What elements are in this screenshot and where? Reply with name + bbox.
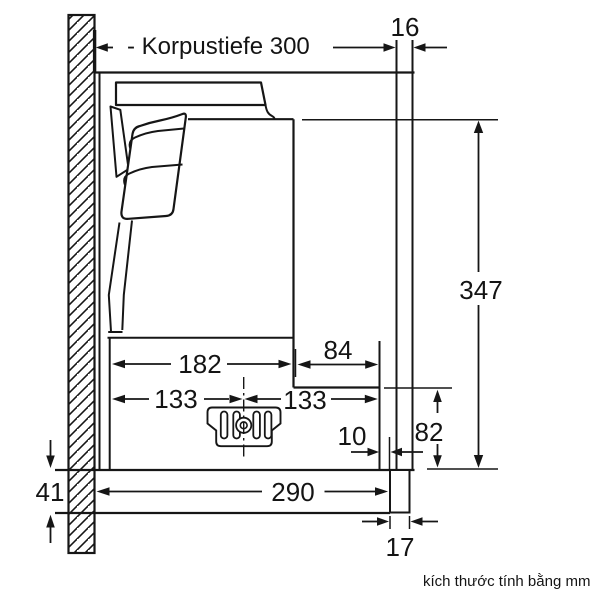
dim-133-right-label: 133 bbox=[283, 385, 326, 415]
dimension-arrowheads bbox=[46, 43, 484, 528]
arrow-10-left-tip bbox=[367, 447, 379, 457]
dim-10-label: 10 bbox=[338, 421, 367, 451]
front-panel-outer-line bbox=[107, 222, 121, 332]
arrow-133r-left bbox=[244, 394, 258, 404]
dim-41-label: 41 bbox=[36, 477, 65, 507]
hood-top-step bbox=[264, 104, 276, 120]
valve-rib-4 bbox=[263, 410, 273, 440]
arrow-82-up bbox=[433, 389, 442, 402]
filter-assembly bbox=[109, 105, 188, 220]
arrow-41-down bbox=[46, 455, 55, 468]
dim-347-label: 347 bbox=[459, 275, 502, 305]
filter-divider-1 bbox=[128, 127, 185, 150]
arrow-84-left bbox=[297, 360, 311, 369]
arrow-290-left bbox=[96, 487, 110, 496]
wall-section bbox=[67, 13, 97, 555]
dim-82-label: 82 bbox=[415, 417, 444, 447]
arrow-10-right-tip bbox=[390, 447, 402, 457]
arrow-wall-left bbox=[95, 43, 108, 52]
arrow-347-up bbox=[473, 120, 484, 133]
arrow-347-down bbox=[473, 455, 484, 468]
dim-84-label: 84 bbox=[324, 335, 353, 365]
bottom-front-strip bbox=[389, 469, 411, 514]
arrow-290-right bbox=[375, 487, 388, 496]
dim-290-label: 290 bbox=[271, 477, 314, 507]
cabinet bbox=[95, 40, 415, 470]
wall-hatch bbox=[67, 13, 96, 555]
arrow-17-right-tip bbox=[410, 517, 423, 526]
front-panel-inner-line bbox=[121, 220, 133, 331]
arrow-84-right bbox=[365, 360, 379, 369]
valve-rib-3 bbox=[252, 410, 261, 440]
arrow-17-left-tip bbox=[377, 517, 389, 526]
arrow-133l-right bbox=[229, 394, 243, 404]
arrow-41-up bbox=[46, 514, 55, 528]
hood-body bbox=[55, 73, 415, 472]
rear-filter-strip bbox=[109, 105, 130, 178]
check-valve bbox=[206, 377, 282, 458]
arrow-82-down bbox=[433, 455, 442, 468]
hood-top-strip bbox=[114, 81, 267, 107]
dimension-lines bbox=[49, 46, 498, 543]
unit-note: kích thước tính bằng mm bbox=[423, 573, 590, 590]
korpustiefe-label: - Korpustiefe 300 bbox=[127, 33, 310, 60]
dim-17-label: 17 bbox=[386, 532, 415, 562]
arrow-133l-left bbox=[112, 394, 125, 404]
dim-16-label: 16 bbox=[391, 12, 420, 42]
filter-divider-2 bbox=[123, 163, 183, 186]
dim-133-left-label: 133 bbox=[154, 384, 197, 414]
arrow-300-right bbox=[383, 43, 396, 52]
arrow-133r-right bbox=[364, 394, 378, 404]
arrow-16-left bbox=[413, 43, 426, 52]
dim-182-label: 182 bbox=[178, 349, 221, 379]
valve-rib-1 bbox=[219, 410, 229, 440]
arrow-182-left bbox=[112, 359, 125, 369]
arrow-182-right bbox=[278, 359, 292, 369]
